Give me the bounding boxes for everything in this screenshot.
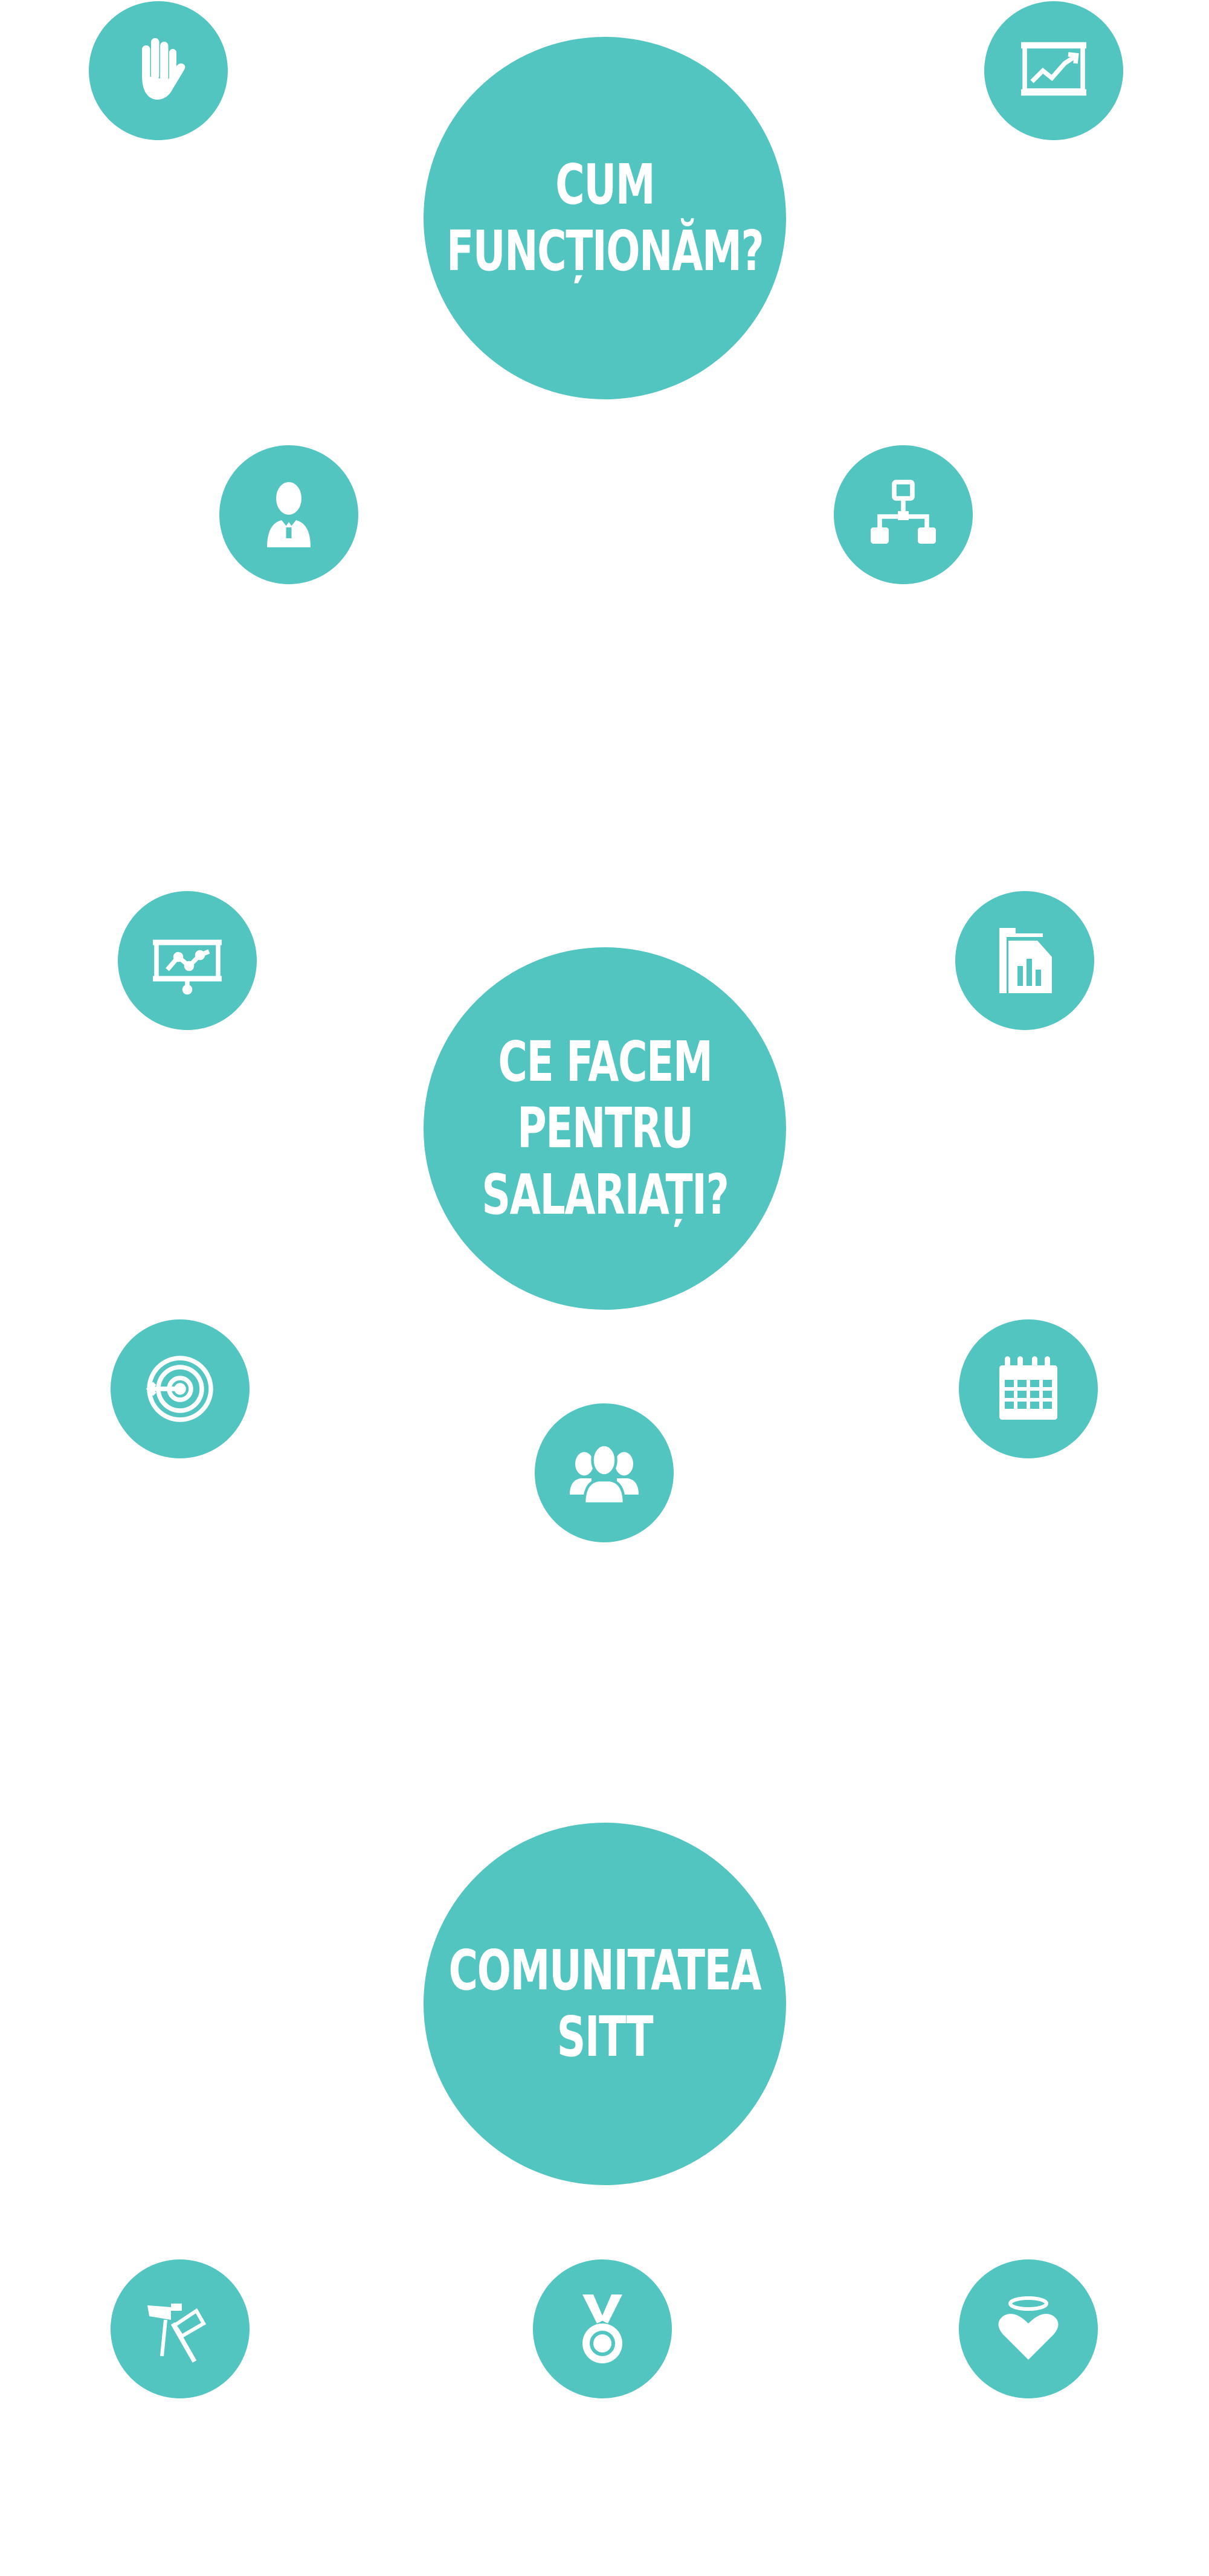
presentation-chart-icon <box>1008 25 1099 116</box>
halo-heart-icon <box>983 2284 1074 2374</box>
documents-chart-icon <box>979 915 1070 1006</box>
section-salariati-title: CE FACEM PENTRU SALARIAȚI? <box>481 1029 729 1227</box>
megaphone-flag-icon-circle <box>111 2259 250 2398</box>
calendar-icon <box>983 1344 1074 1434</box>
section-salariati-circle: CE FACEM PENTRU SALARIAȚI? <box>424 947 786 1310</box>
megaphone-flag-icon <box>135 2284 225 2374</box>
section-comunitatea-circle: COMUNITATEA SITT <box>424 1823 786 2185</box>
group-icon-circle <box>535 1403 674 1542</box>
businessman-icon <box>243 469 334 560</box>
whiteboard-chart-icon-circle <box>118 891 257 1030</box>
group-icon <box>559 1428 650 1518</box>
whiteboard-chart-icon <box>142 915 233 1006</box>
documents-chart-icon-circle <box>955 891 1094 1030</box>
halo-heart-icon-circle <box>959 2259 1098 2398</box>
section-functionam-title: CUM FUNCȚIONĂM? <box>446 152 764 283</box>
section-functionam-circle: CUM FUNCȚIONĂM? <box>424 37 786 399</box>
medal-icon-circle <box>533 2259 672 2398</box>
presentation-chart-icon-circle <box>984 1 1123 140</box>
target-icon <box>135 1344 225 1434</box>
org-chart-icon <box>858 469 949 560</box>
calendar-icon-circle <box>959 1319 1098 1458</box>
target-icon-circle <box>111 1319 250 1458</box>
medal-icon <box>557 2284 648 2374</box>
businessman-icon-circle <box>219 445 358 584</box>
hand-icon <box>113 25 204 116</box>
org-chart-icon-circle <box>834 445 973 584</box>
hand-icon-circle <box>89 1 228 140</box>
section-comunitatea-title: COMUNITATEA SITT <box>448 1938 762 2069</box>
